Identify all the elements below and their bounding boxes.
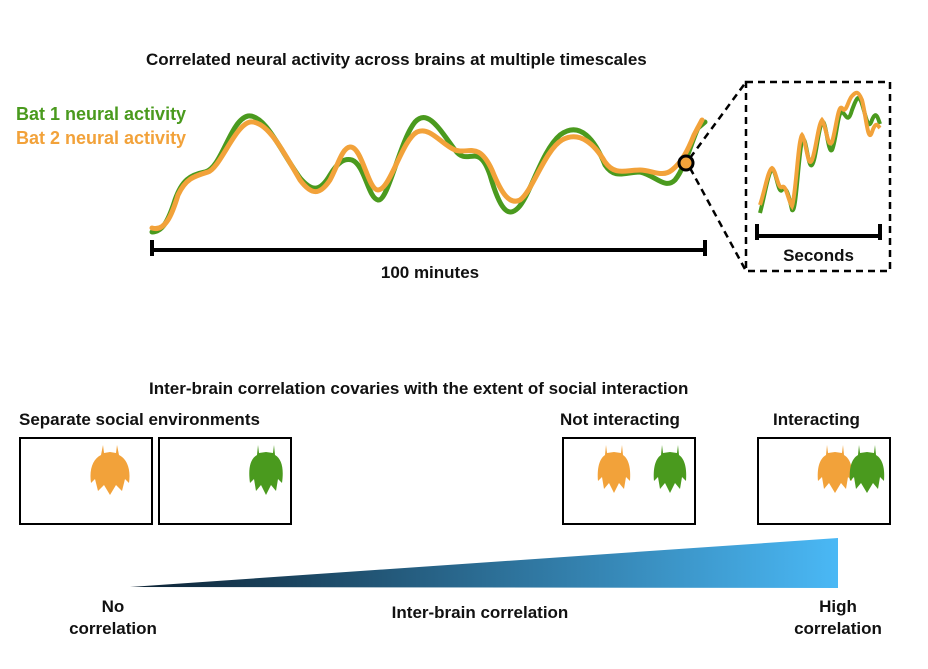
bat-icon-orange bbox=[817, 445, 853, 493]
bat-icon-orange bbox=[90, 445, 130, 495]
environment-box-bat1 bbox=[158, 437, 292, 525]
environment-box-bat2 bbox=[19, 437, 153, 525]
time-scale-label: 100 minutes bbox=[380, 263, 480, 282]
low-correlation-label: No correlation bbox=[69, 597, 157, 638]
inset-bat2-trace bbox=[758, 90, 882, 211]
zoom-marker bbox=[677, 154, 695, 172]
bat-icon-green bbox=[653, 445, 687, 493]
gradient-label: Inter-brain correlation bbox=[391, 603, 569, 622]
high-correlation-label: High correlation bbox=[794, 597, 882, 638]
condition-label-separate: Separate social environments bbox=[19, 410, 260, 429]
condition-label-not-interacting: Not interacting bbox=[560, 410, 680, 429]
interacting-box bbox=[757, 437, 891, 525]
correlation-gradient-wedge bbox=[130, 538, 838, 588]
top-title: Correlated neural activity across brains… bbox=[146, 50, 647, 69]
inset-box bbox=[744, 80, 892, 273]
condition-label-interacting: Interacting bbox=[773, 410, 860, 429]
legend-bat1: Bat 1 neural activity bbox=[16, 104, 187, 124]
inset-bat1-trace bbox=[758, 95, 882, 214]
legend-bat2: Bat 2 neural activity bbox=[16, 128, 187, 148]
bat-icon-green bbox=[249, 445, 283, 495]
inset-scale-label: Seconds bbox=[783, 246, 854, 265]
bat-icon-green bbox=[849, 445, 885, 493]
bat1-trace bbox=[149, 113, 708, 235]
bat2-trace bbox=[149, 117, 705, 232]
bottom-title: Inter-brain correlation covaries with th… bbox=[149, 379, 689, 398]
not-interacting-box bbox=[562, 437, 696, 525]
bat-icon-orange bbox=[597, 445, 631, 493]
